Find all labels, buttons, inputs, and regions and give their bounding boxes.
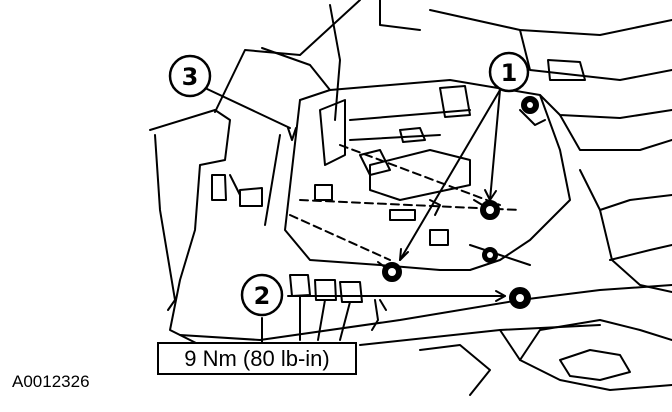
svg-text:3: 3	[182, 63, 199, 91]
bolt-center	[377, 261, 402, 282]
stud-mid-right	[482, 247, 498, 263]
lower-floor	[179, 169, 672, 396]
upper-structure	[429, 9, 672, 151]
stud-upper-right	[521, 96, 539, 114]
nut-right	[509, 287, 531, 309]
svg-text:1: 1	[501, 59, 518, 87]
svg-text:2: 2	[254, 282, 271, 310]
callout-2: 2	[240, 273, 284, 317]
wiring-connectors	[289, 274, 387, 341]
bolt-upper	[473, 199, 500, 220]
figure-id: A0012326	[12, 372, 90, 391]
body-panel-outline	[149, 0, 421, 346]
callout-1: 1	[488, 51, 530, 93]
callout-3: 3	[168, 54, 212, 98]
leader-lines	[204, 87, 506, 343]
torque-spec-box: 9 Nm (80 lb-in)	[157, 342, 357, 375]
